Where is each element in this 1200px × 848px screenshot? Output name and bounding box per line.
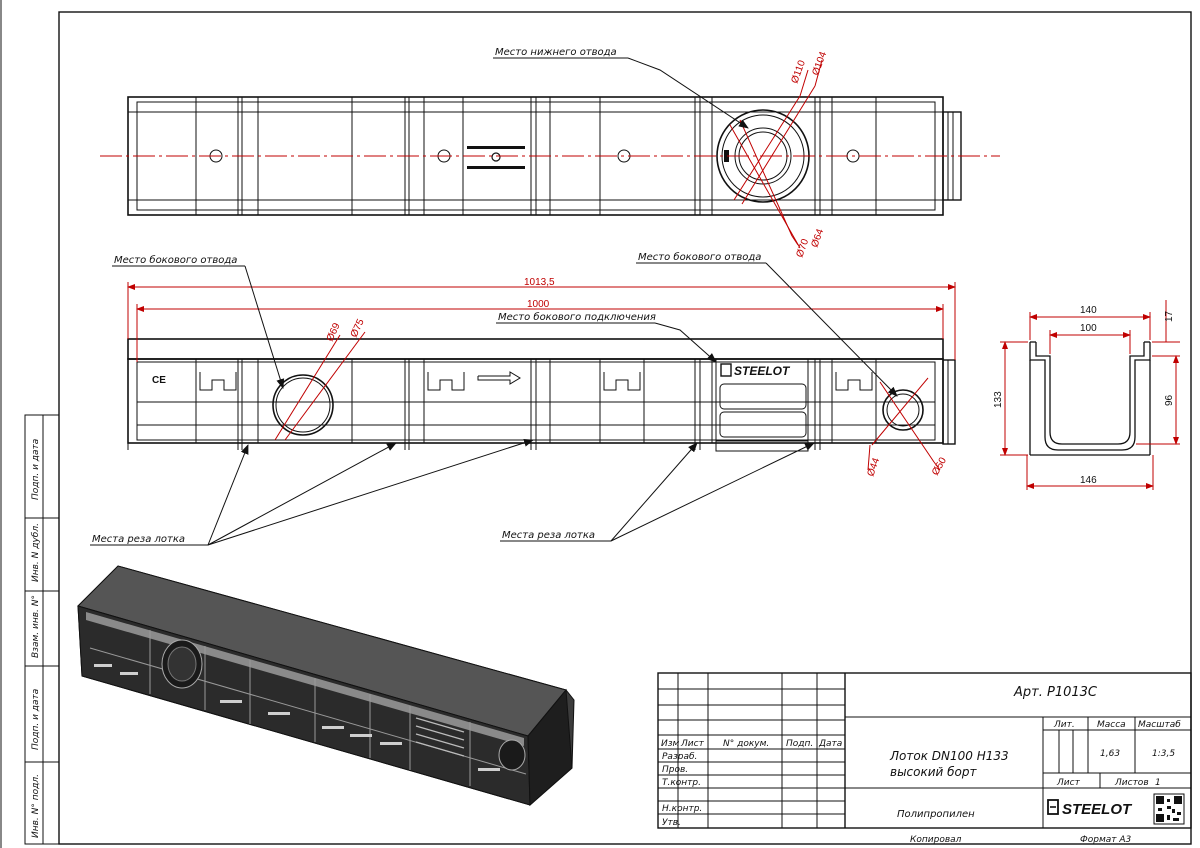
ce-mark: CE: [152, 375, 166, 386]
cross-section: [1029, 341, 1151, 456]
qr-code-icon: [1153, 793, 1185, 825]
dim-top-d3: Ø70: [794, 237, 811, 259]
side-label-vzam-inv: Взам. инв. N°: [31, 595, 41, 658]
col-doc: N° докум.: [723, 739, 769, 749]
side-view: [127, 338, 956, 452]
massa-value: 1,63: [1100, 749, 1120, 759]
side-stamp: [24, 414, 60, 845]
dim-height-total: 133: [993, 391, 1004, 408]
dim-side-right-d1: Ø44: [865, 456, 882, 478]
col-podp: Подп.: [786, 739, 813, 749]
col-izm: Изм: [661, 739, 680, 749]
side-label-inv-dubl: Инв. N дубл.: [31, 523, 41, 582]
callout-bottom-outlet: Место нижнего отвода: [493, 47, 749, 129]
side-label-inv-podl: Инв. N° подл.: [31, 774, 41, 838]
dim-width-inner: 100: [1080, 323, 1097, 334]
callout-side-outlet-left-text: Место бокового отвода: [114, 254, 237, 266]
col-list: Лист: [680, 739, 705, 749]
side-outlet-dim-lines: [274, 331, 941, 471]
sheets-count: 1: [1155, 778, 1161, 788]
side-label-podp-data-1: Подп. и дата: [31, 439, 41, 500]
product-name-line1: Лоток DN100 H133: [889, 749, 1009, 763]
col-data: Дата: [818, 739, 842, 749]
callout-side-connection-text: Место бокового подключения: [498, 311, 656, 323]
steelot-mark: STEELOT: [720, 363, 791, 378]
material: Полипропилен: [897, 809, 975, 820]
dim-inner-length: 1000: [527, 299, 550, 310]
hdr-masshtab: Масштаб: [1138, 720, 1181, 730]
callout-cut-left: [90, 438, 534, 546]
row-tkontr: Т.контр.: [662, 778, 701, 788]
format-label: Формат А3: [1080, 835, 1132, 845]
dim-top-d1: Ø110: [789, 59, 808, 85]
dim-side-right-d2: Ø50: [930, 455, 949, 477]
masshtab-value: 1:3,5: [1152, 749, 1175, 759]
dim-height-inner: 96: [1164, 394, 1175, 406]
callout-cut-left-text: Места реза лотка: [92, 534, 185, 545]
callout-cut-right: [500, 442, 815, 542]
cross-section-dim-lines: [1000, 300, 1180, 490]
callout-bottom-outlet-text: Место нижнего отвода: [495, 47, 617, 58]
title-block: [657, 672, 1192, 829]
top-outlet-dim-lines: [729, 59, 823, 249]
callout-side-connection: Место бокового подключения: [496, 311, 717, 363]
callout-side-outlet-left: Место бокового отвода: [112, 254, 285, 389]
copied-label: Копировал: [910, 835, 962, 845]
dim-rim: 17: [1164, 310, 1175, 322]
dim-top-d4: Ø64: [809, 227, 826, 249]
row-prov: Пров.: [662, 765, 688, 775]
side-label-podp-data-2: Подп. и дата: [31, 689, 41, 750]
callout-side-outlet-right-text: Место бокового отвода: [638, 251, 761, 263]
callout-side-outlet-right: Место бокового отвода: [636, 251, 898, 397]
row-nkontr: Н.контр.: [662, 804, 702, 814]
callout-cut-right-text: Места реза лотка: [502, 530, 595, 541]
product-name-line2: высокий борт: [890, 765, 978, 779]
dim-top-d2: Ø104: [810, 50, 829, 77]
length-dimension-lines: [127, 282, 956, 362]
steelot-logo: STEELOT: [1047, 799, 1133, 818]
sheet-label: Лист: [1056, 778, 1081, 788]
dim-side-left-d1: Ø69: [325, 321, 343, 343]
dim-width-bottom: 146: [1080, 475, 1097, 486]
row-utv: Утв.: [662, 818, 681, 828]
dim-side-left-d2: Ø75: [349, 317, 367, 339]
hdr-massa: Масса: [1097, 720, 1126, 730]
isometric-view: [77, 565, 575, 807]
sheets-label: Листов: [1114, 778, 1149, 788]
dim-width-top: 140: [1080, 305, 1097, 316]
dim-overall-length: 1013,5: [524, 277, 555, 288]
article-number: Арт. P1013C: [1013, 685, 1098, 700]
steelot-mark-text: STEELOT: [734, 364, 791, 378]
steelot-logo-text: STEELOT: [1062, 801, 1133, 818]
hdr-lit: Лит.: [1053, 720, 1075, 730]
row-razrab: Разраб.: [662, 752, 697, 762]
